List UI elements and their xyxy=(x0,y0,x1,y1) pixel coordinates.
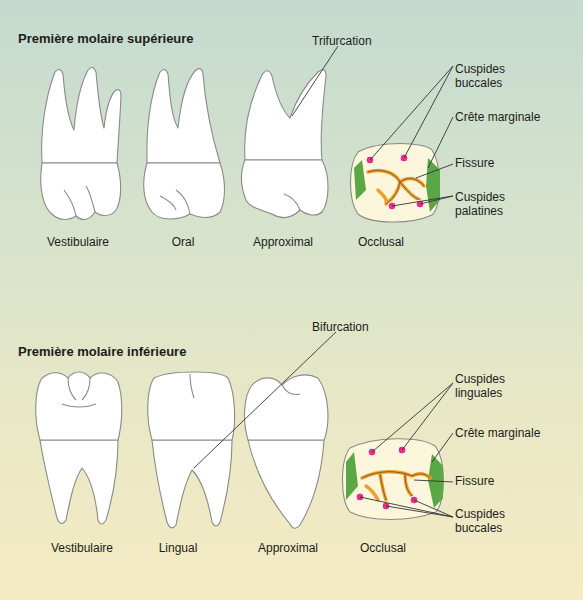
lower-occlusal xyxy=(362,472,430,500)
lower-molar xyxy=(282,385,300,395)
lower-occlusal xyxy=(356,446,418,510)
leader-line xyxy=(392,196,453,206)
upper-occlusal xyxy=(351,144,440,223)
leader-line xyxy=(432,433,453,462)
part-label: Crête marginale xyxy=(455,110,580,124)
upper-occlusal xyxy=(368,170,424,204)
upper-molar xyxy=(42,67,121,163)
upper-molar xyxy=(241,160,328,217)
lower-molar xyxy=(40,440,118,524)
upper-occlusal xyxy=(351,144,441,223)
upper-molar xyxy=(160,190,190,214)
lower-occlusal xyxy=(362,472,430,500)
leader-line xyxy=(292,46,338,116)
lower-molar xyxy=(36,372,122,440)
leader-line xyxy=(414,480,453,482)
lower-molar xyxy=(62,378,96,407)
part-label: Cuspides linguales xyxy=(455,372,525,400)
lower-molar xyxy=(36,372,328,528)
part-label: Cuspides buccales xyxy=(455,62,521,90)
lower-molar xyxy=(190,374,194,398)
leader-line xyxy=(360,497,453,517)
part-label: Crête marginale xyxy=(455,426,580,440)
view-label: Approximal xyxy=(238,235,328,249)
leader-line xyxy=(372,383,453,452)
upper-molar xyxy=(284,194,300,210)
lower-molar xyxy=(148,372,235,440)
upper-occlusal xyxy=(366,154,424,210)
leader-line xyxy=(370,66,453,160)
upper-occlusal xyxy=(368,170,424,204)
view-label: Occlusal xyxy=(341,235,421,249)
part-label: Fissure xyxy=(455,474,575,488)
part-label: Fissure xyxy=(455,156,575,170)
upper-occlusal xyxy=(426,158,440,212)
view-label: Vestibulaire xyxy=(28,235,128,249)
part-label: Cuspides palatines xyxy=(455,190,521,218)
view-label: Approximal xyxy=(243,541,333,555)
lower-occlusal xyxy=(346,452,358,500)
part-label: Cuspides buccales xyxy=(455,507,521,535)
section-heading: Première molaire inférieure xyxy=(18,345,278,359)
view-label: Lingual xyxy=(138,541,218,555)
view-label: Oral xyxy=(143,235,223,249)
upper-molar xyxy=(144,163,225,219)
leader-line xyxy=(194,332,336,468)
leader-line xyxy=(194,46,453,517)
section-heading: Première molaire supérieure xyxy=(18,32,278,46)
lower-molar xyxy=(152,440,232,528)
upper-occlusal xyxy=(354,160,366,200)
leader-line xyxy=(428,117,453,168)
part-label: Bifurcation xyxy=(312,320,422,334)
upper-molar xyxy=(41,163,121,220)
upper-molar xyxy=(64,186,95,216)
part-label: Trifurcation xyxy=(312,34,422,48)
view-label: Occlusal xyxy=(343,541,423,555)
upper-molar xyxy=(41,67,328,219)
lower-molar xyxy=(248,440,324,528)
view-label: Vestibulaire xyxy=(32,541,132,555)
upper-molar xyxy=(147,69,220,163)
leader-line xyxy=(416,164,453,178)
